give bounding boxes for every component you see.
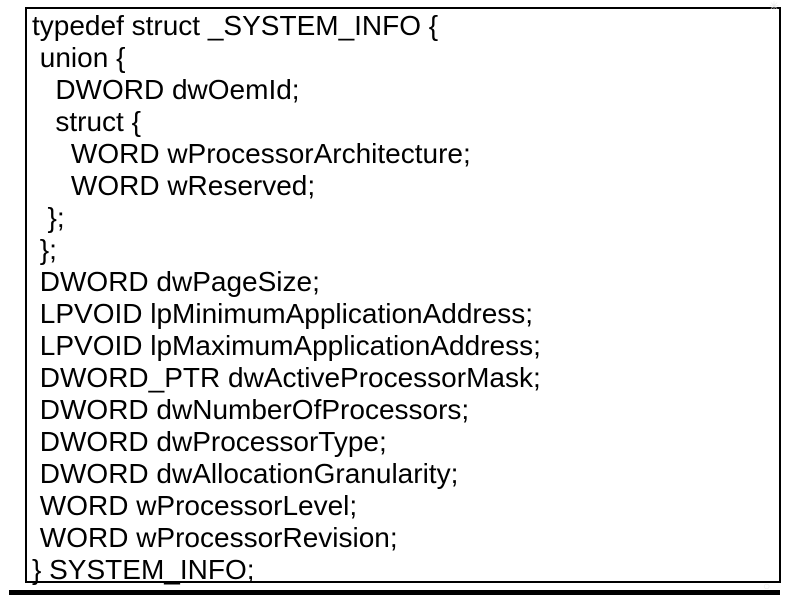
code-line: LPVOID lpMinimumApplicationAddress; [32, 298, 534, 329]
code-line: }; [32, 202, 65, 233]
code-line: typedef struct _SYSTEM_INFO { [32, 10, 439, 41]
code-line: WORD wReserved; [32, 170, 316, 201]
code-line: DWORD dwPageSize; [32, 266, 320, 297]
bottom-bar-divider [9, 590, 780, 595]
code-line: WORD wProcessorArchitecture; [32, 138, 471, 169]
code-line: DWORD dwOemId; [32, 74, 300, 105]
code-line: DWORD dwAllocationGranularity; [32, 458, 459, 489]
code-line: }; [32, 234, 57, 265]
artifact-circle-icon: ○ [763, 579, 771, 593]
code-block: typedef struct _SYSTEM_INFO { union { DW… [27, 9, 779, 586]
code-line: WORD wProcessorRevision; [32, 522, 398, 553]
artifact-asterisk-icon: ✳ [769, 0, 780, 13]
code-line: DWORD_PTR dwActiveProcessorMask; [32, 362, 541, 393]
code-line: LPVOID lpMaximumApplicationAddress; [32, 330, 541, 361]
code-line: } SYSTEM_INFO; [32, 554, 255, 585]
code-line: DWORD dwNumberOfProcessors; [32, 394, 470, 425]
code-box: typedef struct _SYSTEM_INFO { union { DW… [25, 7, 781, 586]
code-line: struct { [32, 106, 141, 137]
code-line: DWORD dwProcessorType; [32, 426, 387, 457]
code-line: union { [32, 42, 126, 73]
code-line: WORD wProcessorLevel; [32, 490, 358, 521]
